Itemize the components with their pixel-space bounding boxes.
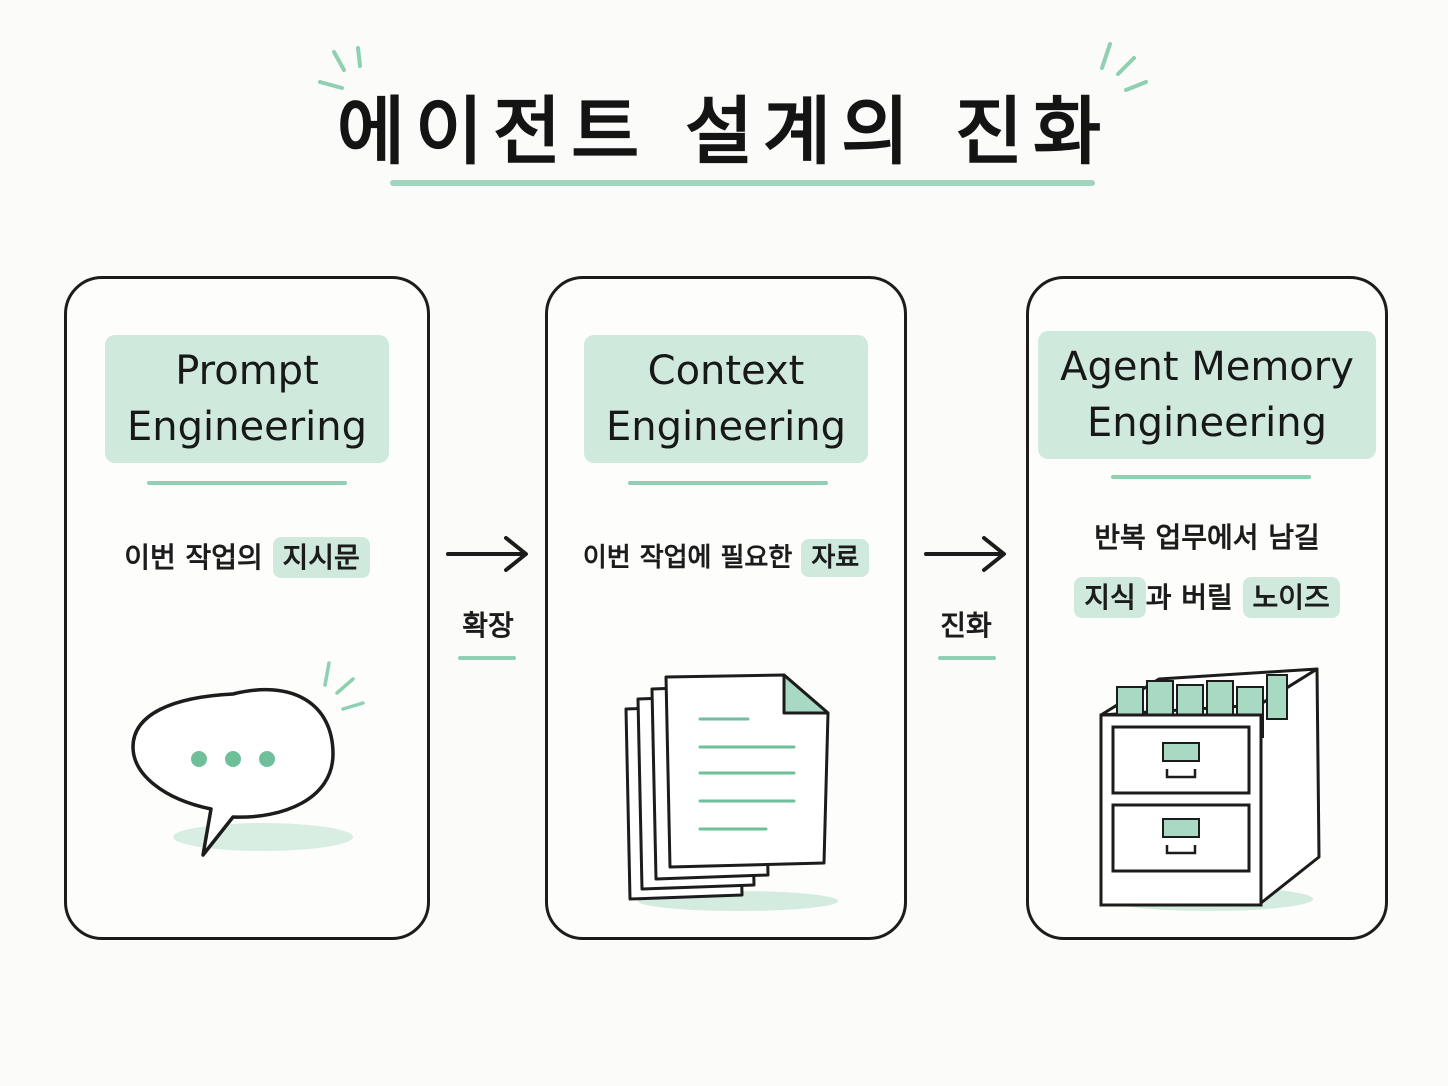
desc-text: 반복 업무에서 남길 — [1094, 521, 1320, 554]
heading-underline — [628, 481, 828, 485]
page-title: 에이전트 설계의 진화 — [336, 89, 1112, 175]
heading-line1: Agent Memory — [1060, 344, 1354, 390]
card-heading: Context Engineering — [584, 335, 868, 463]
arrow-label-expand: 확장 — [462, 609, 514, 642]
desc-text: 이번 작업에 필요한 — [582, 543, 802, 573]
card-description: 이번 작업의 지시문 — [67, 531, 427, 585]
speech-bubble-icon — [131, 661, 365, 857]
desc-highlight: 지시문 — [272, 537, 370, 578]
desc-text: 과 버릴 — [1145, 581, 1243, 614]
desc-highlight: 자료 — [801, 539, 870, 577]
heading-line2: Engineering — [606, 404, 846, 450]
heading-underline — [147, 481, 347, 485]
arrow-label-underline — [458, 656, 516, 660]
card-prompt-engineering: Prompt Engineering 이번 작업의 지시문 — [64, 276, 430, 940]
arrow-right-icon — [924, 536, 1006, 572]
heading-line2: Engineering — [1086, 400, 1327, 446]
heading-line2: Engineering — [127, 404, 367, 450]
heading-line1: Context — [647, 348, 805, 394]
card-heading: Agent Memory Engineering — [1038, 331, 1376, 459]
card-context-engineering: Context Engineering 이번 작업에 필요한 자료 — [545, 276, 907, 940]
desc-text: 이번 작업의 — [124, 541, 273, 574]
heading-underline — [1111, 475, 1311, 479]
title-underline — [390, 180, 1095, 186]
arrow-label-underline — [938, 656, 996, 660]
file-cabinet-icon — [1099, 667, 1321, 911]
sparkle-left-icon — [318, 46, 362, 90]
card-description-line1: 반복 업무에서 남길 — [1029, 511, 1385, 565]
desc-highlight: 지식 — [1074, 577, 1146, 618]
heading-line1: Prompt — [175, 348, 319, 394]
arrow-label-evolve: 진화 — [940, 609, 992, 642]
desc-highlight: 노이즈 — [1242, 577, 1340, 618]
card-description: 이번 작업에 필요한 자료 — [548, 531, 904, 585]
arrow-right-icon — [446, 536, 528, 572]
sparkle-right-icon — [1100, 42, 1148, 92]
card-heading: Prompt Engineering — [105, 335, 389, 463]
document-stack-icon — [624, 673, 838, 911]
